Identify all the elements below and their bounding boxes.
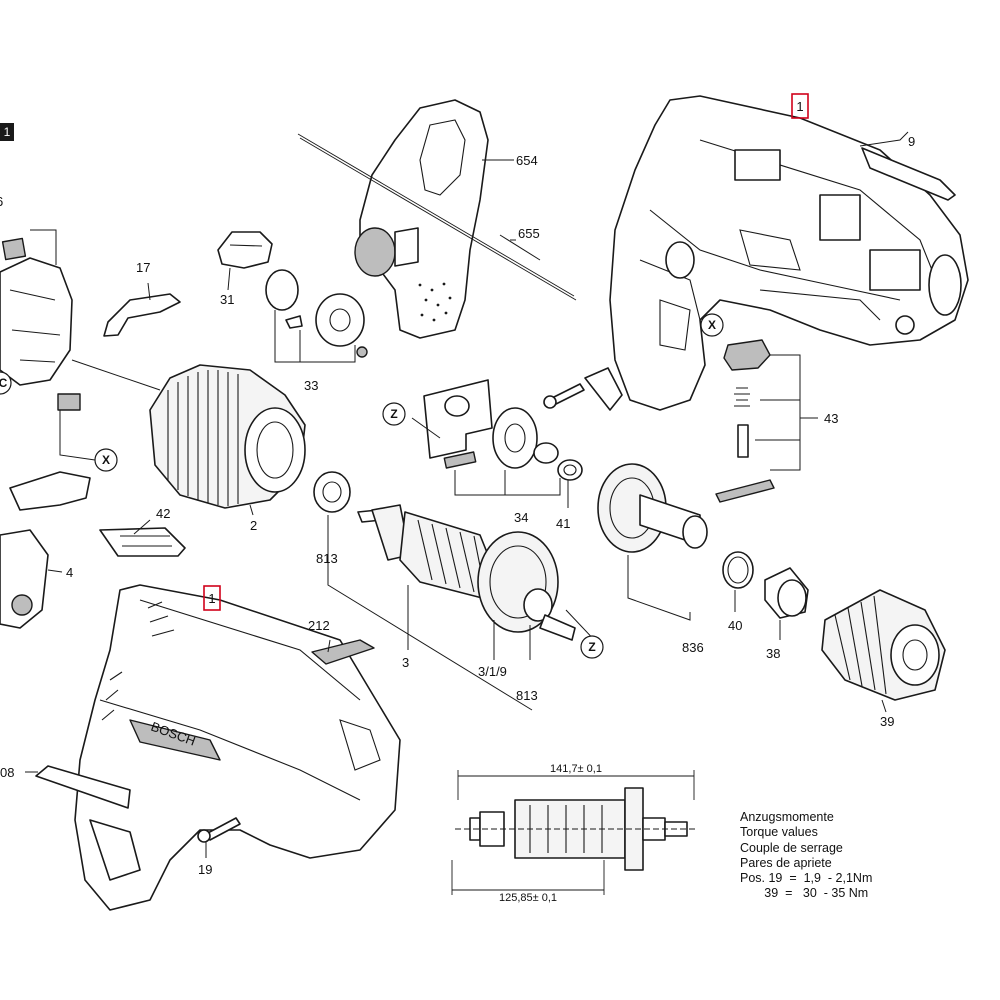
torque-line-fr: Couple de serrage xyxy=(740,840,843,855)
highlight-part-1-bottom: 1 xyxy=(203,585,221,611)
callout-31: 31 xyxy=(220,292,234,307)
callout-08: 08 xyxy=(0,765,14,780)
part-39-chuck xyxy=(821,589,946,701)
torque-values-block: Anzugsmomente Torque values Couple de se… xyxy=(740,810,872,902)
callout-33: 33 xyxy=(304,378,318,393)
callout-39: 39 xyxy=(880,714,894,729)
callout-2: 2 xyxy=(250,518,257,533)
dimension-overall: 141,7± 0,1 xyxy=(550,763,602,775)
armature-dimension-drawing xyxy=(451,770,695,895)
leader-lines xyxy=(25,131,909,858)
part-38-bearing xyxy=(764,567,809,619)
part-9-strip xyxy=(861,147,956,201)
callout-42: 42 xyxy=(156,506,170,521)
torque-line-es: Pares de apriete xyxy=(740,855,832,870)
svg-text:1: 1 xyxy=(796,99,803,114)
auxiliary-handle xyxy=(297,99,577,339)
torque-pos-19: Pos. 19 = 1,9 - 2,1Nm xyxy=(740,871,873,886)
svg-text:C: C xyxy=(0,376,8,390)
svg-text:Z: Z xyxy=(390,407,397,421)
highlight-part-1-top: 1 xyxy=(791,93,809,119)
svg-text:Z: Z xyxy=(588,640,595,654)
part-17-clip xyxy=(103,293,181,337)
part-212-label xyxy=(311,639,375,665)
part-33-cam xyxy=(265,269,368,358)
housing-half-bottom: BOSCH xyxy=(74,584,401,911)
part-40-circlip xyxy=(722,551,754,589)
armature-part-3 xyxy=(357,504,576,641)
svg-text:X: X xyxy=(102,453,110,467)
callout-19: 19 xyxy=(198,862,212,877)
callout-17: 17 xyxy=(136,260,150,275)
part-08-strip xyxy=(35,765,131,809)
callout-40: 40 xyxy=(728,618,742,633)
callout-654: 654 xyxy=(516,153,538,168)
circle-tag-x-left: X xyxy=(94,448,118,472)
part-31-clip xyxy=(217,231,273,269)
circle-tag-z-left: Z xyxy=(382,402,406,426)
brush-plate xyxy=(9,471,91,511)
callout-43: 43 xyxy=(824,411,838,426)
part-2-stator xyxy=(149,364,306,509)
callout-212: 212 xyxy=(308,618,330,633)
callout-6-partial: 6 xyxy=(0,194,3,209)
callout-3: 3 xyxy=(402,655,409,670)
callout-38: 38 xyxy=(766,646,780,661)
brush-holder-assembly xyxy=(0,237,81,411)
torque-line-en: Torque values xyxy=(740,825,818,840)
callout-655: 655 xyxy=(518,226,540,241)
callout-836: 836 xyxy=(682,640,704,655)
callout-41: 41 xyxy=(556,516,570,531)
page-number-badge: 1 xyxy=(0,123,14,141)
circle-tag-z-right: Z xyxy=(580,635,604,659)
svg-text:X: X xyxy=(708,318,716,332)
callout-4: 4 xyxy=(66,565,73,580)
callout-813-left: 813 xyxy=(316,551,338,566)
part-34-group xyxy=(423,379,583,481)
svg-text:1: 1 xyxy=(208,591,215,606)
callout-3-1-9: 3/1/9 xyxy=(478,664,507,679)
circle-tag-c-partial: C xyxy=(0,371,12,395)
callout-34: 34 xyxy=(514,510,528,525)
housing-half-top xyxy=(609,95,969,411)
torque-line-de: Anzugsmomente xyxy=(740,810,834,824)
part-42-switch-plate xyxy=(99,527,186,557)
callout-9: 9 xyxy=(908,134,915,149)
part-19-screw xyxy=(197,817,241,843)
bearing-813-left xyxy=(313,471,351,513)
torque-pos-39: 39 = 30 - 35 Nm xyxy=(740,886,869,901)
circle-tag-x-top: X xyxy=(700,313,724,337)
part-43-set xyxy=(715,339,775,503)
gear-spindle-836 xyxy=(597,463,708,553)
callout-813-right: 813 xyxy=(516,688,538,703)
dimension-inner: 125,85± 0,1 xyxy=(499,892,557,904)
screw-and-lever xyxy=(543,367,623,411)
